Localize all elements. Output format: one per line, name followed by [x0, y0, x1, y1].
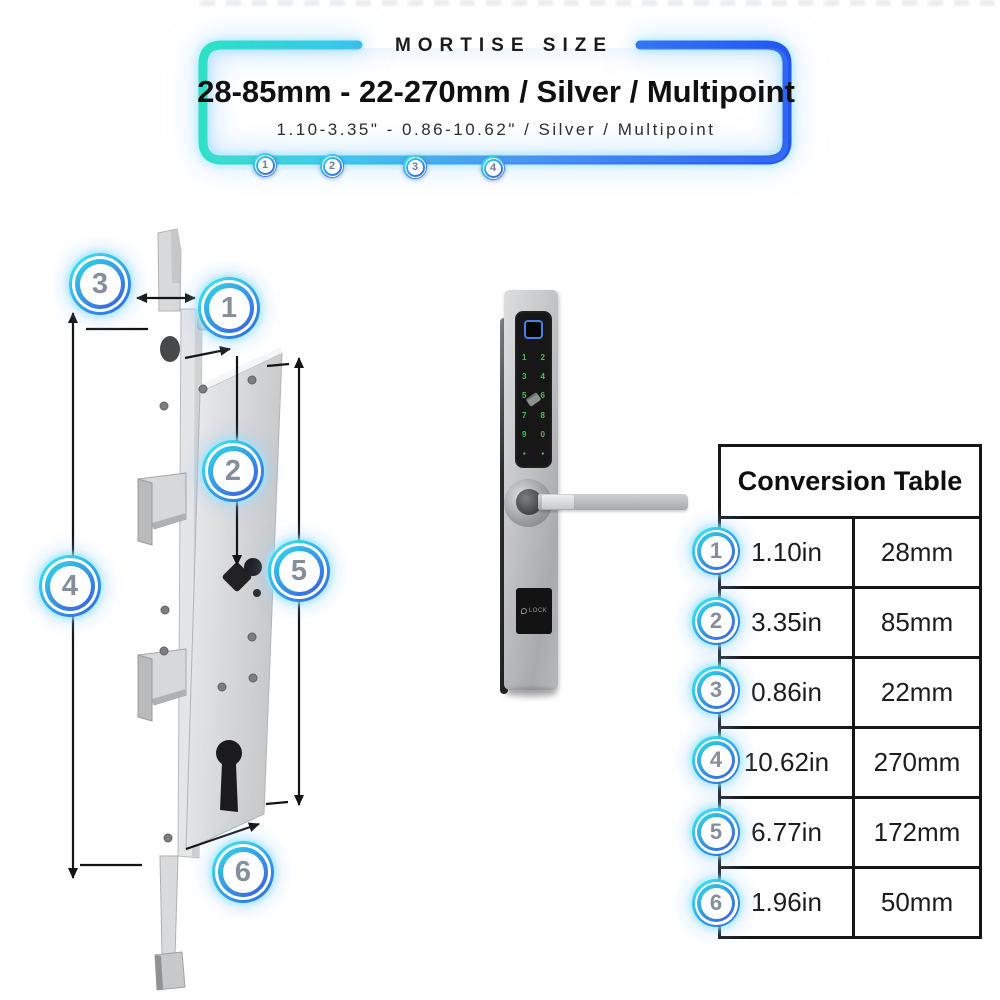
inches-value: 1.96in — [721, 869, 855, 936]
table-row: 6.77in 172mm — [721, 799, 979, 869]
lock-logo-text: LOCK — [528, 608, 548, 614]
callout-1: 1 — [198, 277, 260, 339]
banner-headline: 28-85mm - 22-270mm / Silver / Multipoint — [197, 74, 795, 109]
cropped-text-strip — [200, 0, 1000, 6]
table-callout-3: 3 — [692, 666, 740, 714]
callout-4: 4 — [39, 555, 101, 617]
mm-value: 28mm — [880, 537, 954, 567]
inches-value: 10.62in — [721, 729, 855, 796]
mm-value: 22mm — [880, 677, 954, 707]
table-row: 0.86in 22mm — [721, 659, 979, 729]
handle-hub — [516, 489, 542, 515]
step-marker-4: 4 — [481, 156, 505, 180]
lock-shadow — [504, 689, 558, 697]
banner-title: MORTISE SIZE — [394, 35, 614, 56]
callout-6: 6 — [212, 841, 274, 903]
conversion-table-title: Conversion Table — [721, 447, 979, 519]
inches-value: 1.10in — [721, 519, 855, 586]
callout-2: 2 — [202, 440, 264, 502]
table-row: 1.96in 50mm — [721, 869, 979, 936]
step-marker-2: 2 — [320, 154, 344, 178]
cylinder-keyhole — [216, 740, 242, 812]
banner-subline: 1.10-3.35" - 0.86-10.62" / Silver / Mult… — [276, 120, 716, 139]
table-row: 1.10in 28mm — [721, 519, 979, 589]
callout-3: 3 — [69, 253, 131, 315]
bottom-foot — [154, 951, 186, 991]
inches-value: 0.86in — [721, 659, 855, 726]
table-callout-2: 2 — [692, 597, 740, 645]
mm-value: 172mm — [873, 817, 961, 847]
table-callout-1: 1 — [692, 527, 740, 575]
table-callout-6: 6 — [692, 879, 740, 927]
table-row: 3.35in 85mm — [721, 589, 979, 659]
table-callout-4: 4 — [692, 736, 740, 784]
mortise-size-banner: MORTISE SIZE 28-85mm - 22-270mm / Silver… — [196, 34, 796, 186]
callout-5: 5 — [268, 540, 330, 602]
handle-lever — [538, 494, 688, 510]
mm-value: 50mm — [880, 887, 954, 917]
hook-bolt-upper — [137, 472, 187, 546]
conversion-table: Conversion Table 1.10in 28mm 3.35in 85mm… — [718, 444, 982, 939]
table-row: 10.62in 270mm — [721, 729, 979, 799]
table-callout-5: 5 — [692, 808, 740, 856]
hook-bolt-lower — [137, 648, 187, 722]
inches-value: 3.35in — [721, 589, 855, 656]
bottom-rod — [159, 855, 179, 958]
spindle-follower — [222, 562, 252, 592]
step-marker-1: 1 — [253, 153, 277, 177]
faceplate-bolt — [160, 336, 180, 362]
mm-value: 270mm — [873, 747, 961, 777]
inches-value: 6.77in — [721, 799, 855, 866]
handle-lever-grip — [542, 495, 574, 509]
lock-logo-panel: LOCK — [516, 588, 552, 634]
mm-value: 85mm — [880, 607, 954, 637]
step-marker-3: 3 — [403, 155, 427, 179]
lock-logo-icon — [520, 608, 527, 614]
fingerprint-sensor — [524, 320, 543, 339]
